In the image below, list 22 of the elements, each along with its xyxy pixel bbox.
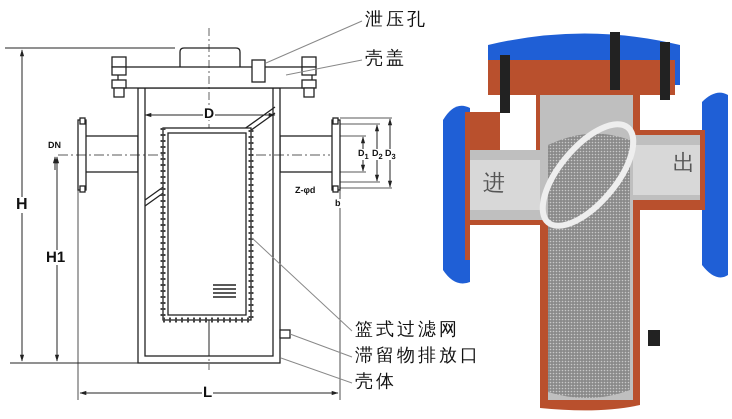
dimension-label: D [203,106,216,120]
dimension-label: D$_{3}$ [384,149,397,160]
dimension-label: L [202,385,214,400]
flow-label: 出 [672,152,696,174]
callout-label: 滞留物排放口 [355,346,481,366]
callout-label: 壳盖 [365,49,407,69]
leader-line [286,60,362,76]
dimension-label: D$_{1}$ [357,149,370,160]
dimension-label: Z-φd [294,186,316,195]
leader-line [266,20,362,64]
dimension-label: H1 [45,250,66,265]
callout-label: 泄压孔 [365,10,428,30]
dimension-label: DN [47,141,62,150]
leader-line [290,334,352,358]
dimension-label: b [334,199,342,208]
dimension-label: H [15,197,29,213]
leader-line [252,238,352,332]
callout-label: 壳体 [355,372,397,392]
callout-label: 篮式过滤网 [355,320,460,340]
leader-line [280,358,352,384]
flow-label: 进 [482,172,506,194]
dimension-label: D$_{2}$ [371,149,384,160]
